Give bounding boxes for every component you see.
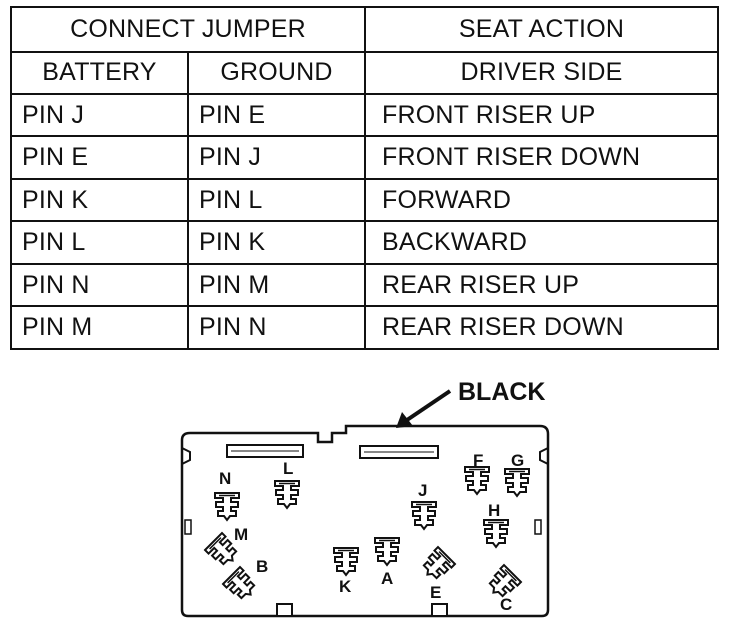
action-cell: FORWARD (364, 177, 719, 223)
pin-label-b: B (256, 557, 268, 576)
terminal-l (274, 480, 300, 510)
terminal-slot (227, 571, 240, 584)
ground-cell: PIN J (187, 135, 366, 180)
terminal-slot (504, 569, 517, 582)
terminal-c (488, 563, 523, 598)
ground-cell: PIN K (187, 220, 366, 265)
terminal-body (464, 466, 490, 496)
pin-label-f: F (473, 451, 483, 470)
ground-cell: PIN N (187, 305, 366, 350)
battery-cell: PIN M (10, 305, 189, 350)
action-cell: REAR RISER DOWN (364, 305, 719, 350)
action-cell: FRONT RISER DOWN (364, 135, 719, 180)
table-row: PIN K PIN L FORWARD (10, 177, 719, 223)
pin-label-h: H (488, 501, 500, 520)
terminal-f (464, 466, 490, 496)
battery-cell: PIN L (10, 220, 189, 265)
terminal-body (214, 492, 240, 522)
pin-label-j: J (418, 481, 427, 500)
ground-header: GROUND (187, 50, 366, 96)
terminal-g (504, 468, 530, 498)
pin-label-e: E (430, 583, 441, 602)
pin-label-l: L (283, 459, 293, 478)
right-side-slot (534, 519, 542, 535)
battery-cell: PIN E (10, 135, 189, 180)
left-side-slot (184, 519, 192, 535)
terminal-body (411, 501, 437, 531)
bottom-tab-left (276, 603, 293, 617)
battery-cell: PIN J (10, 92, 189, 138)
terminal-body (488, 563, 523, 598)
seat-action-header: SEAT ACTION (364, 6, 719, 53)
table-row: PIN J PIN E FRONT RISER UP (10, 92, 719, 138)
terminal-body (483, 519, 509, 549)
action-cell: REAR RISER UP (364, 262, 719, 308)
table-row: PIN E PIN J FRONT RISER DOWN (10, 135, 719, 180)
ground-cell: PIN E (187, 92, 366, 138)
bottom-tab-right (431, 603, 448, 617)
terminal-group: N L MB K A J E F G H C (203, 451, 530, 614)
battery-header: BATTERY (10, 50, 189, 96)
table-row: PIN N PIN M REAR RISER UP (10, 262, 719, 308)
terminal-j (411, 501, 437, 531)
terminal-b (221, 565, 256, 600)
right-notch (539, 447, 549, 465)
pin-label-n: N (219, 469, 231, 488)
terminal-body (333, 547, 359, 577)
pin-label-g: G (511, 451, 524, 470)
black-callout-label: BLACK (458, 378, 546, 406)
terminal-n (214, 492, 240, 522)
terminal-body (221, 565, 256, 600)
callout-arrow-head (396, 412, 413, 428)
pin-label-m: M (234, 525, 248, 544)
terminal-k (333, 547, 359, 577)
callout-arrow-line (405, 389, 452, 422)
terminal-body (504, 468, 530, 498)
pin-label-c: C (500, 595, 512, 614)
table-row: PIN L PIN K BACKWARD (10, 220, 719, 265)
pin-label-a: A (381, 569, 393, 588)
ground-cell: PIN L (187, 177, 366, 223)
battery-cell: PIN K (10, 177, 189, 223)
terminal-body (203, 531, 238, 566)
driver-side-header: DRIVER SIDE (364, 50, 719, 96)
terminal-e (422, 545, 457, 580)
action-cell: FRONT RISER UP (364, 92, 719, 138)
terminal-body (274, 480, 300, 510)
terminal-body (422, 545, 457, 580)
terminal-h (483, 519, 509, 549)
connector-housing (180, 424, 550, 618)
jumper-table: CONNECT JUMPER SEAT ACTION BATTERY GROUN… (10, 6, 719, 350)
terminal-a (374, 537, 400, 567)
terminal-slot (209, 537, 222, 550)
connect-jumper-header: CONNECT JUMPER (10, 6, 366, 53)
terminal-slot (438, 551, 451, 564)
pin-label-k: K (339, 577, 352, 596)
terminal-m (203, 531, 238, 566)
table-row: PIN M PIN N REAR RISER DOWN (10, 305, 719, 350)
terminal-body (374, 537, 400, 567)
ground-cell: PIN M (187, 262, 366, 308)
left-notch (181, 447, 191, 465)
battery-cell: PIN N (10, 262, 189, 308)
connector-diagram: BLACK N L MB K A J E F G H C (180, 378, 550, 618)
action-cell: BACKWARD (364, 220, 719, 265)
